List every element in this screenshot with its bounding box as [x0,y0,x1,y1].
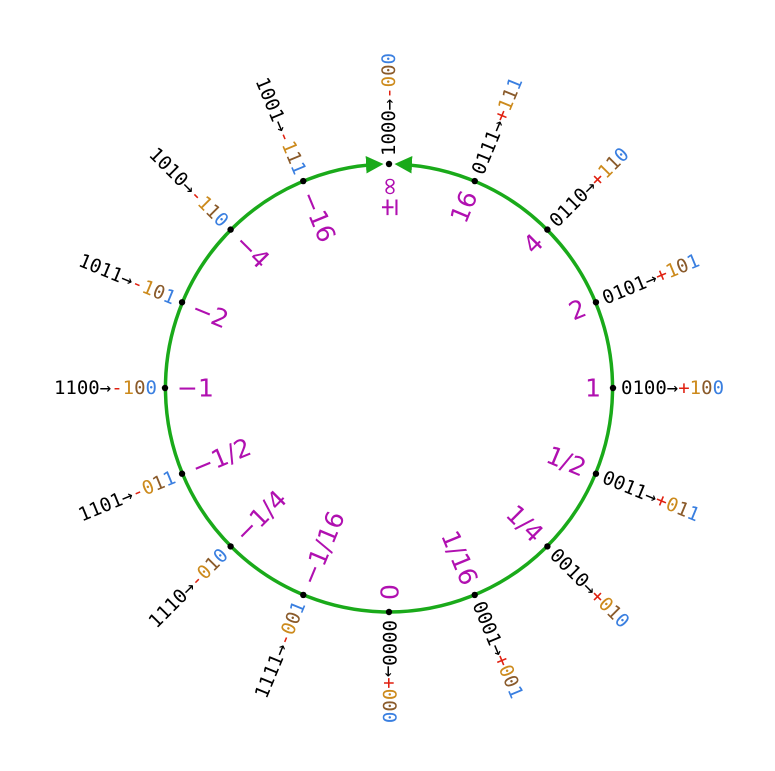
sign-symbol: + [378,677,400,688]
code-label-0001: 0001→+001 [468,598,528,702]
value-label: 1/2 [542,440,590,482]
bit-1: 0 [378,76,400,87]
value-label: −1/16 [294,507,350,589]
ring-point-0000 [385,608,393,616]
code-bits: 0011→ [599,467,660,509]
code-bits: 0000→ [378,620,400,677]
ring-point-1101 [178,470,186,477]
ring-point-1010 [227,226,234,233]
ring-point-1000 [385,160,393,168]
code-label-0100: 0100→+100 [621,377,724,399]
code-bits: 1011→ [75,250,136,292]
code-label-1111: 1111→-001 [251,598,311,702]
code-label-1011: 1011→-101 [75,250,179,310]
value-label: 1/16 [435,526,483,589]
code-bits: 1101→ [75,484,136,526]
ring-point-1111 [300,591,307,599]
ring-left-arc [163,156,390,614]
ring-point-0101 [592,299,600,306]
bit-2: 0 [378,64,400,75]
ring-point-0110 [544,226,551,233]
value-label: 0 [375,584,404,600]
code-bits: 0101→ [599,267,660,309]
bit-2: 0 [701,377,712,399]
code-bits: 0100→ [621,377,678,399]
value-label: 4 [517,228,549,260]
code-label-0111: 0111→+111 [468,74,528,178]
code-bits: 1111→ [251,640,293,701]
ring-right-arc [388,156,615,614]
sign-symbol: - [111,377,122,399]
ring-point-0111 [471,177,478,185]
bit-3: 0 [378,712,400,723]
code-label-0101: 0101→+101 [599,250,703,310]
ring-point-0010 [544,543,551,550]
bit-3: 0 [378,53,400,64]
bit-3: 0 [146,377,157,399]
value-label: 16 [445,187,484,227]
value-label: −1/2 [188,432,256,482]
value-label: −1/4 [229,484,293,548]
ring-point-0001 [471,591,478,599]
ring-points [161,160,617,616]
sign-symbol: + [678,377,689,399]
code-label-1110: 1110→-010 [144,544,232,632]
bit-1: 1 [123,377,134,399]
value-label: −2 [188,293,233,334]
code-label-0011: 0011→+011 [599,467,703,527]
value-label: 1 [585,374,601,403]
code-label-1010: 1010→-110 [144,143,232,231]
value-label: −1 [177,374,214,403]
bit-1: 1 [690,377,701,399]
ring-point-1100 [161,384,169,392]
ring-point-1110 [227,543,234,550]
code-label-0110: 0110→+110 [545,143,633,231]
code-bits: 1000→ [378,99,400,156]
code-bits: 0001→ [468,598,510,659]
code-bits: 0111→ [468,117,510,178]
value-label: ±∞ [375,176,404,218]
sign-symbol: - [378,87,400,98]
bit-1: 0 [378,689,400,700]
ring-point-1011 [178,299,186,306]
code-label-1101: 1101→-011 [75,467,179,527]
bit-2: 0 [378,700,400,711]
value-label: −4 [229,228,276,275]
bit-3: 0 [713,377,724,399]
code-bits: 1100→ [54,377,111,399]
ring-point-1001 [300,177,307,185]
code-label-0010: 0010→+010 [545,544,633,632]
bit-2: 0 [134,377,145,399]
code-label-1000: 1000→-000 [378,53,400,156]
ring-point-0100 [609,384,617,392]
code-label-0000: 0000→+000 [378,620,400,723]
value-label: −16 [294,187,341,247]
value-label: 2 [565,293,591,326]
value-label: 1/4 [500,499,549,548]
code-label-1001: 1001→-111 [251,74,311,178]
code-label-1100: 1100→-100 [54,377,157,399]
ring-point-0011 [592,470,600,477]
code-bits: 1001→ [251,74,293,135]
